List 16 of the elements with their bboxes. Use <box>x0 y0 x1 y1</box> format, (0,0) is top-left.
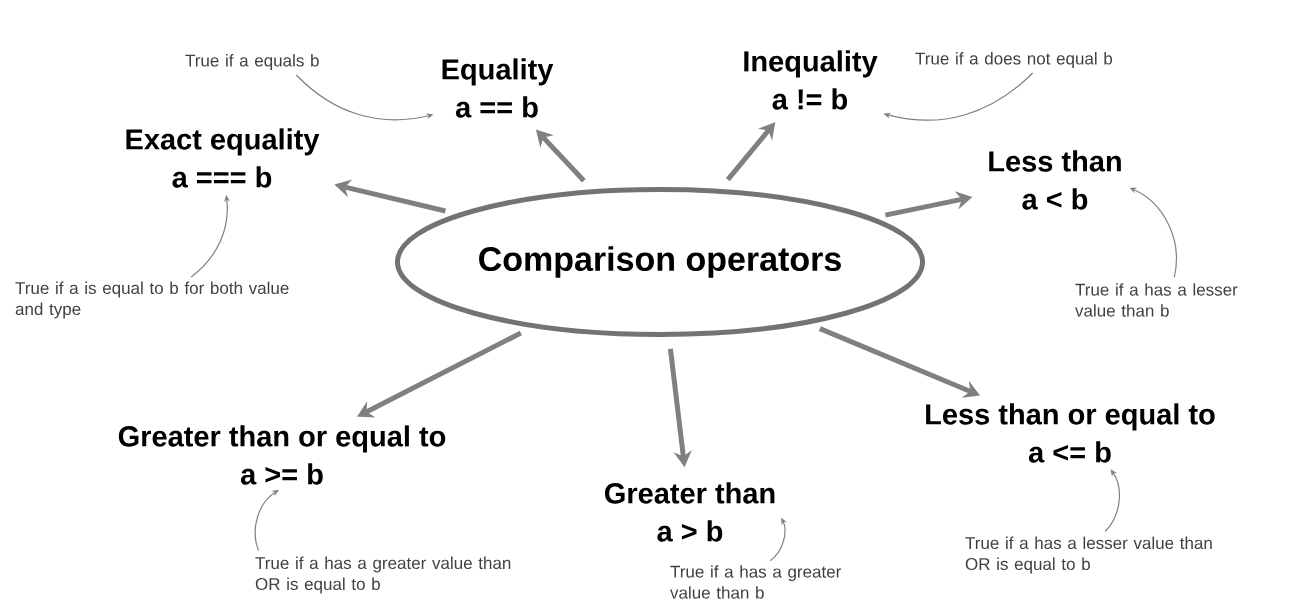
operator-text: Greater than a > b <box>605 482 775 542</box>
operator-text: Exact equality a === b <box>126 128 320 188</box>
note-text: True if a has a lesser value than b <box>1075 283 1238 317</box>
ellipse-node: Comparison operators <box>394 187 926 337</box>
operator-text: Equality a == b <box>442 58 554 118</box>
note-text: True if a has a lesser value than OR is equal to b <box>965 536 1212 574</box>
note-text: True if a has a greater value than b <box>670 565 842 599</box>
note-text: True if a has a greater value than OR is equal to b <box>255 556 511 594</box>
note-text: True if a equals b <box>185 54 319 70</box>
note-text: True if a does not equal b <box>915 52 1113 68</box>
operator-text: Greater than or equal to a >= b <box>118 425 446 485</box>
operator-text: Inequality a != b <box>744 50 878 110</box>
note-text: True if a is equal to b for both value and type <box>15 281 289 319</box>
leader-arrow <box>1104 469 1120 533</box>
operator-text: Less than a < b <box>989 150 1121 210</box>
operator-text: Less than or equal to a <= b <box>926 403 1215 463</box>
